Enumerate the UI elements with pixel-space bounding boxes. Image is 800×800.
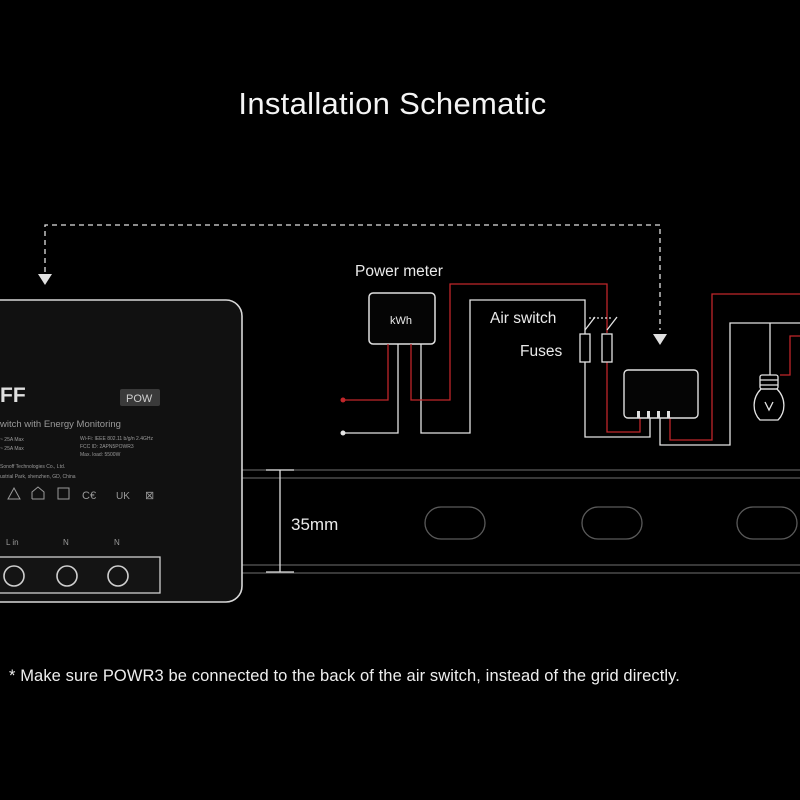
rail-slot <box>581 506 643 540</box>
power-meter <box>368 292 436 345</box>
terminal-label-lin: L in <box>6 538 19 547</box>
brand-text: FF <box>0 384 26 407</box>
arrow-head-right <box>653 334 667 345</box>
fuses-label: Fuses <box>520 343 562 360</box>
installation-note: * Make sure POWR3 be connected to the ba… <box>9 667 680 685</box>
model-line: witch with Energy Monitoring <box>0 419 121 430</box>
air-switch-label: Air switch <box>490 310 556 327</box>
svg-text:~ 25A Max: ~ 25A Max <box>0 437 24 443</box>
terminal-label-n2: N <box>114 538 120 547</box>
powr3-device: FF POW witch with Energy Monitoring ~ 25… <box>0 299 243 603</box>
svg-text:FCC ID: 2APN5POWR3: FCC ID: 2APN5POWR3 <box>80 444 134 450</box>
dashed-arrow <box>44 224 661 330</box>
svg-text:C€: C€ <box>82 490 96 502</box>
pow-badge <box>120 389 160 406</box>
svg-text:UK: UK <box>116 491 130 502</box>
arrow-head-left <box>38 274 52 285</box>
page-title: Installation Schematic <box>238 86 547 121</box>
certification-icons: C€ UK ⊠ <box>7 486 154 502</box>
light-bulb-icon <box>753 374 785 421</box>
rail-slot <box>736 506 798 540</box>
svg-text:ustrial Park, shenzhen, GD, Ch: ustrial Park, shenzhen, GD, China <box>0 474 76 480</box>
rail-slot <box>424 506 486 540</box>
terminal-label-n1: N <box>63 538 69 547</box>
dimension-35mm <box>266 469 294 573</box>
powr3-small <box>623 369 699 419</box>
fuse-left <box>579 333 591 363</box>
dimension-label: 35mm <box>291 515 338 534</box>
svg-text:~ 25A Max: ~ 25A Max <box>0 446 24 452</box>
svg-text:Wi-Fi: IEEE 802.11 b/g/n 2.4GH: Wi-Fi: IEEE 802.11 b/g/n 2.4GHz <box>80 436 153 442</box>
din-rail <box>230 469 800 574</box>
air-switch <box>584 316 618 331</box>
neutral-wires <box>343 299 800 446</box>
fuse-right <box>601 333 613 363</box>
pow-badge-text: POW <box>126 393 153 405</box>
live-wires <box>343 283 800 441</box>
svg-text:Max. load: 5500W: Max. load: 5500W <box>80 452 121 458</box>
terminal-block <box>0 556 161 594</box>
kwh-label: kWh <box>390 315 412 327</box>
svg-text:Sonoff Technologies Co., Ltd.: Sonoff Technologies Co., Ltd. <box>0 464 65 470</box>
power-meter-label: Power meter <box>355 263 443 280</box>
svg-text:⊠: ⊠ <box>145 490 154 502</box>
